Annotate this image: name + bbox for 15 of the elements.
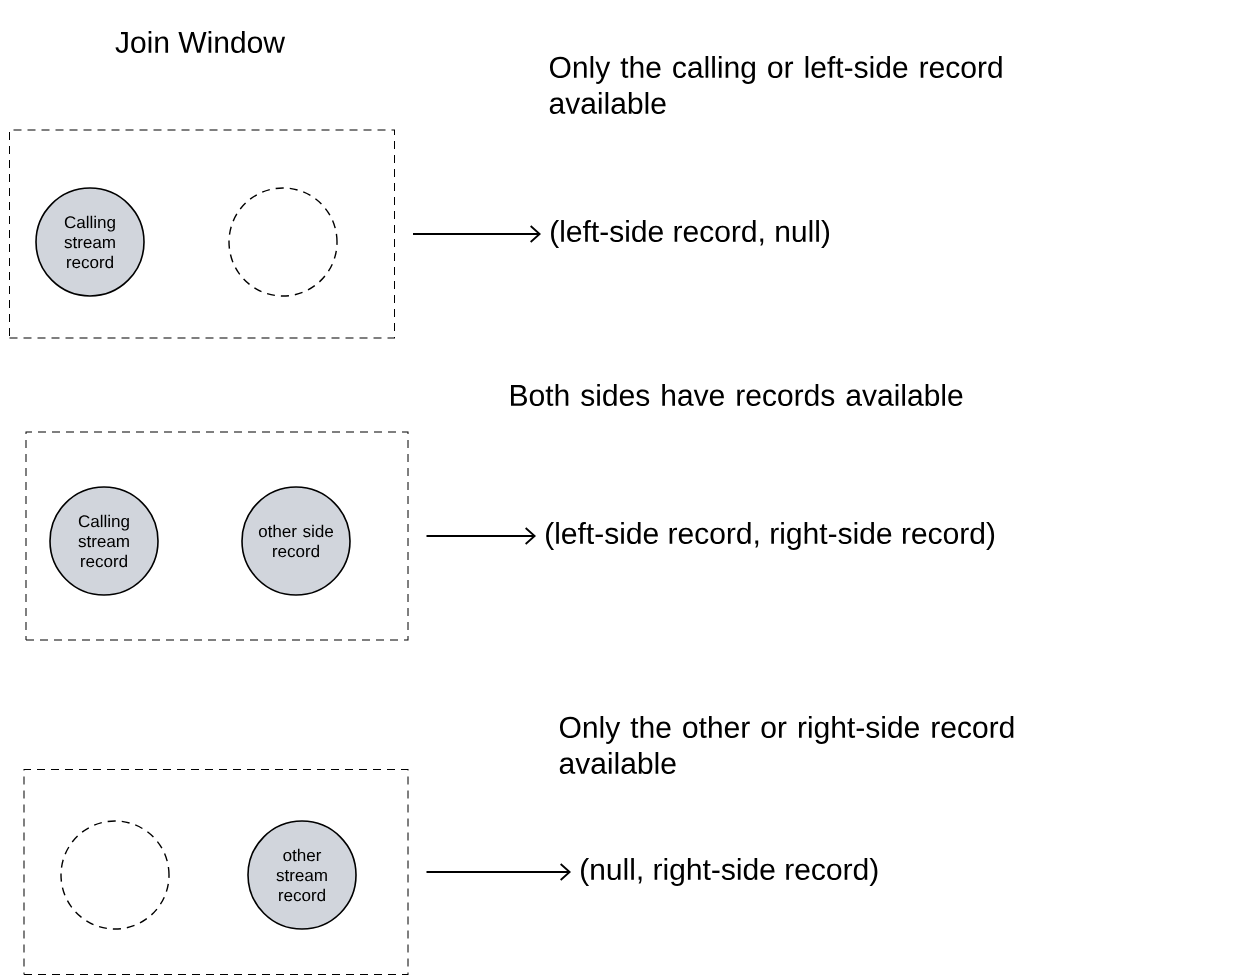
join-window-box — [9, 129, 395, 339]
arrow — [425, 527, 536, 545]
arrow — [425, 863, 571, 881]
condition-text: Both sides have records available — [511, 384, 963, 407]
join-window-box — [23, 769, 409, 975]
result-text: (left-side record, right-side record) — [546, 522, 995, 550]
empty-record-circle — [228, 187, 338, 297]
condition-text: Only the other or right-side record available — [559, 716, 1014, 775]
arrow — [412, 225, 541, 243]
condition-text: Only the calling or left-side record available — [549, 56, 1002, 114]
join-window-box — [25, 431, 409, 641]
empty-record-circle — [60, 820, 170, 930]
result-text: (null, right-side record) — [581, 858, 878, 886]
result-text: (left-side record, null) — [551, 220, 830, 248]
title: Join Window — [115, 31, 286, 53]
